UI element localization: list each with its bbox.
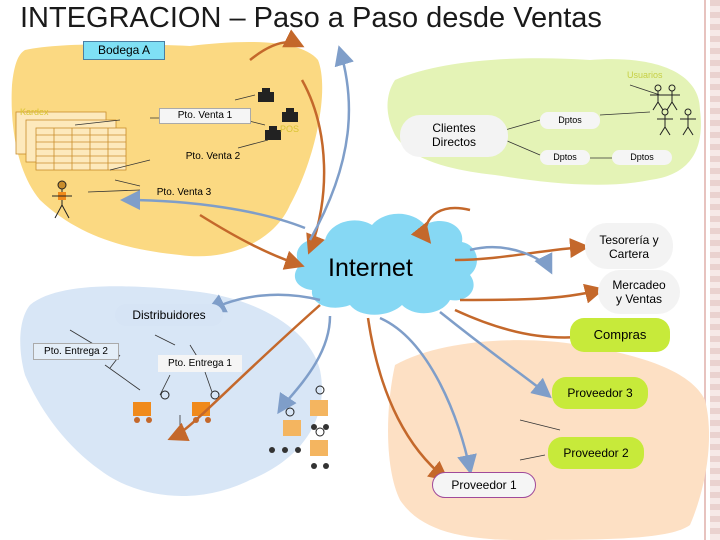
bodega-box: Bodega A [83, 41, 165, 60]
clientes-line-1: Clientes [432, 121, 476, 135]
page-title: INTEGRACION – Paso a Paso desde Ventas [20, 2, 602, 34]
pos-label: POS [280, 124, 300, 134]
distribuidores-box: Distribuidores [115, 304, 223, 326]
decorative-border-line [704, 0, 706, 540]
sales-region [11, 41, 323, 257]
suppliers-region [388, 340, 710, 540]
blue-flow-arrows [120, 45, 553, 475]
pto-venta-1-box: Pto. Venta 1 [159, 108, 251, 124]
decorative-border [710, 0, 720, 540]
mercadeo-line-2: y Ventas [615, 292, 663, 306]
clientes-directos-box: Clientes Directos [400, 115, 508, 157]
kardex-grid-icon [15, 111, 127, 171]
usuarios-label: Usuarios [627, 70, 663, 80]
tesoreria-line-2: Cartera [608, 247, 649, 261]
kardex-label: Kardex [20, 107, 49, 117]
tesoreria-box: Tesorería y Cartera [585, 223, 673, 269]
user-person-icons [52, 84, 696, 219]
proveedor-2-box: Proveedor 2 [548, 437, 644, 469]
proveedor-1-box: Proveedor 1 [432, 472, 536, 498]
pto-venta-2-box: Pto. Venta 2 [185, 151, 241, 162]
pto-entrega-1-box: Pto. Entrega 1 [158, 355, 242, 372]
clientes-line-2: Directos [431, 135, 476, 149]
dptos-box-3: Dptos [612, 150, 672, 165]
pto-entrega-2-box: Pto. Entrega 2 [33, 343, 119, 360]
mercadeo-line-1: Mercadeo [612, 278, 666, 292]
proveedor-3-box: Proveedor 3 [552, 377, 648, 409]
compras-box: Compras [570, 318, 670, 352]
dptos-box-2: Dptos [540, 150, 590, 165]
orange-flow-arrows [167, 29, 605, 482]
tesoreria-line-1: Tesorería y [599, 233, 659, 247]
internet-cloud [294, 213, 477, 315]
mercadeo-box: Mercadeo y Ventas [598, 270, 680, 314]
supplier-cart-icons [269, 385, 329, 469]
distributors-region [20, 286, 322, 497]
dptos-box-1: Dptos [540, 112, 600, 129]
pto-venta-3-box: Pto. Venta 3 [156, 187, 212, 198]
internet-label: Internet [328, 254, 413, 282]
pos-terminal-icons [258, 88, 298, 140]
